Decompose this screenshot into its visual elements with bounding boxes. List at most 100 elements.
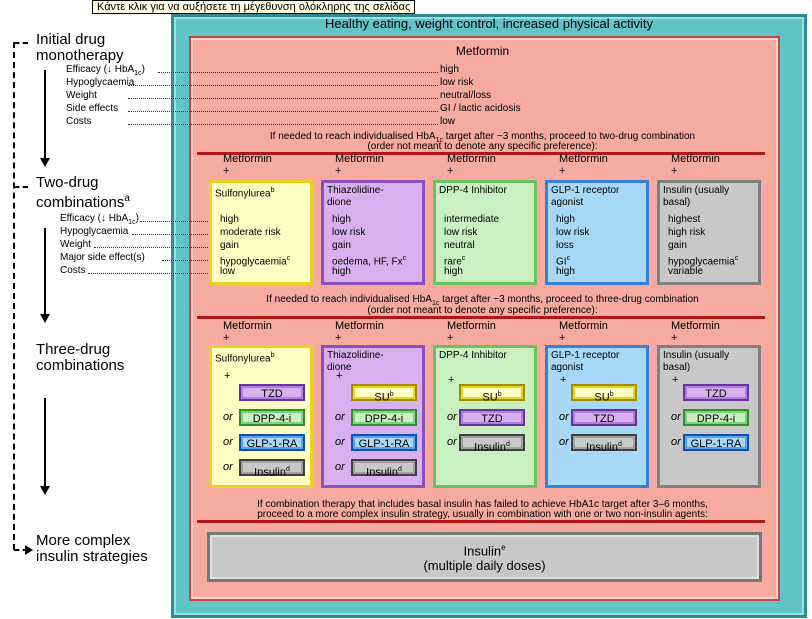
two-value-3-4: high [556, 266, 575, 277]
stage-complex: More complex insulin strategies [36, 533, 148, 565]
three-metformin-1: Metformin [335, 320, 384, 332]
bracket-tick-initial [14, 42, 28, 44]
two-drug-name-text-3: GLP-1 receptor [551, 185, 620, 196]
three-opt-sup-2-0: b [497, 391, 502, 398]
three-opt-text-0-0: TZD [261, 388, 283, 400]
two-value-text-2-4: high [444, 266, 463, 277]
two-drug-box-2: DPP-4 Inhibitor [433, 180, 537, 285]
three-or-1-3: or [335, 461, 345, 473]
two-value-sup-2: c [461, 255, 466, 262]
two-value-text-4-1: high risk [668, 227, 706, 238]
two-leader-0 [140, 221, 214, 222]
two-drug-name-text-4: Insulin (usually [663, 185, 730, 196]
two-drug-name-1: Thiazolidine-dione [327, 185, 384, 209]
two-value-2-4: high [444, 266, 463, 277]
flow-line-2 [44, 228, 46, 316]
two-drug-name2-3: agonist [551, 197, 584, 208]
three-or-1-2: or [335, 436, 345, 448]
three-opt-text-3-1: TZD [593, 413, 615, 425]
mono-note-1b: target after ~3 months, proceed to two-d… [442, 131, 696, 142]
three-or-0-3: or [223, 461, 233, 473]
three-drug-name2-3: agonist [551, 362, 584, 373]
three-metformin-2: Metformin [447, 320, 496, 332]
two-value-sup-0: c [286, 255, 291, 262]
mono-value-0: high [440, 64, 459, 75]
two-value-text-0-1: moderate risk [220, 227, 281, 238]
final-sup: e [501, 543, 506, 552]
three-opt-text-4-2: GLP-1-RA [690, 438, 742, 450]
bracket-tick-complex [14, 549, 28, 551]
two-value-3-2: loss [556, 240, 574, 251]
two-value-1-4: high [332, 266, 351, 277]
mono-value-4: low [440, 116, 456, 127]
three-drug-name2-4: basal) [663, 362, 691, 373]
stage-two: Two-drug combinationsa [36, 175, 130, 211]
mono-note-1: If needed to reach individualised HbA1c … [189, 131, 776, 146]
three-note-1: If combination therapy that includes bas… [257, 499, 708, 510]
three-opt-0-2: GLP-1-RA [239, 434, 305, 451]
two-leader-4 [88, 273, 214, 274]
three-opt-1-2: GLP-1-RA [351, 434, 417, 451]
three-opt-text-3-2: Insulin [586, 441, 618, 454]
mono-value-1: low risk [440, 77, 474, 88]
complex-insulin-box: Insuline (multiple daily doses) [207, 532, 762, 582]
two-value-text-4-4: variable [668, 266, 704, 277]
three-metformin-3: Metformin [559, 320, 608, 332]
stage-three: Three-drug combinations [36, 342, 124, 374]
mono-label-text-0: Efficacy (↓ HbA [66, 64, 135, 75]
mono-label-3: Side effects [66, 103, 118, 114]
three-opt-text-1-3: Insulin [366, 466, 398, 479]
two-metformin-1: Metformin [335, 153, 384, 165]
two-value-1-1: low risk [332, 227, 365, 238]
two-value-3-3: GIc [556, 253, 570, 267]
two-note-1sub: 1c [431, 300, 440, 307]
two-drug-name2-1: dione [327, 197, 352, 208]
three-drug-name-text-4: Insulin (usually [663, 350, 730, 361]
mono-label-4: Costs [66, 116, 92, 127]
two-value-sup-3: c [566, 255, 571, 262]
three-or-3-2: or [559, 436, 569, 448]
two-note-1a: If needed to reach individualised HbA [266, 294, 432, 305]
three-opt-1-0: SUb [351, 384, 417, 404]
two-label-1: Hypoglycaemia [60, 226, 128, 237]
two-label-text-4: Costs [60, 265, 86, 276]
two-value-2-3: rarec [444, 253, 465, 267]
two-value-text-2-2: neutral [444, 240, 475, 251]
two-value-text-0-4: low [220, 266, 236, 277]
two-value-text-0-3: hypoglycaemia [220, 256, 287, 268]
three-opt-sup-3-2: d [617, 441, 622, 448]
two-value-text-1-2: gain [332, 240, 351, 251]
three-plus-3: + [559, 332, 566, 344]
three-opt-4-1: DPP-4-i [683, 409, 749, 426]
mono-leader-0 [158, 72, 438, 73]
two-value-text-0-2: gain [220, 240, 239, 251]
three-or-1-1: or [335, 411, 345, 423]
two-value-4-0: highest [668, 214, 700, 225]
two-value-4-4: variable [668, 266, 703, 277]
three-drug-name-text-2: DPP-4 Inhibitor [439, 350, 507, 361]
flow-line-1 [44, 70, 46, 160]
flow-line-3 [44, 398, 46, 488]
mono-title: Metformin [455, 44, 510, 58]
three-or-0-2: or [223, 436, 233, 448]
two-label-4: Costs [60, 265, 86, 276]
two-label-text-2: Weight [60, 239, 91, 250]
two-plus-3: + [559, 165, 566, 177]
three-opt-text-4-0: TZD [705, 388, 727, 400]
three-plus-0: + [223, 332, 230, 344]
three-note-2: proceed to a more complex insulin strate… [257, 509, 708, 520]
two-value-text-1-4: high [332, 266, 351, 277]
two-value-text-2-0: intermediate [444, 214, 500, 225]
three-opt-2-0: SUb [459, 384, 525, 404]
stage-initial-line2: monotherapy [36, 47, 124, 64]
two-label-3: Major side effect(s) [60, 252, 145, 263]
mono-leader-1 [128, 85, 438, 86]
two-drug-box-1: Thiazolidine-dione [321, 180, 425, 285]
two-plus-1: + [335, 165, 342, 177]
three-inner-plus-4: + [672, 374, 679, 386]
two-value-0-0: high [220, 214, 239, 225]
two-value-text-4-0: highest [668, 214, 701, 225]
